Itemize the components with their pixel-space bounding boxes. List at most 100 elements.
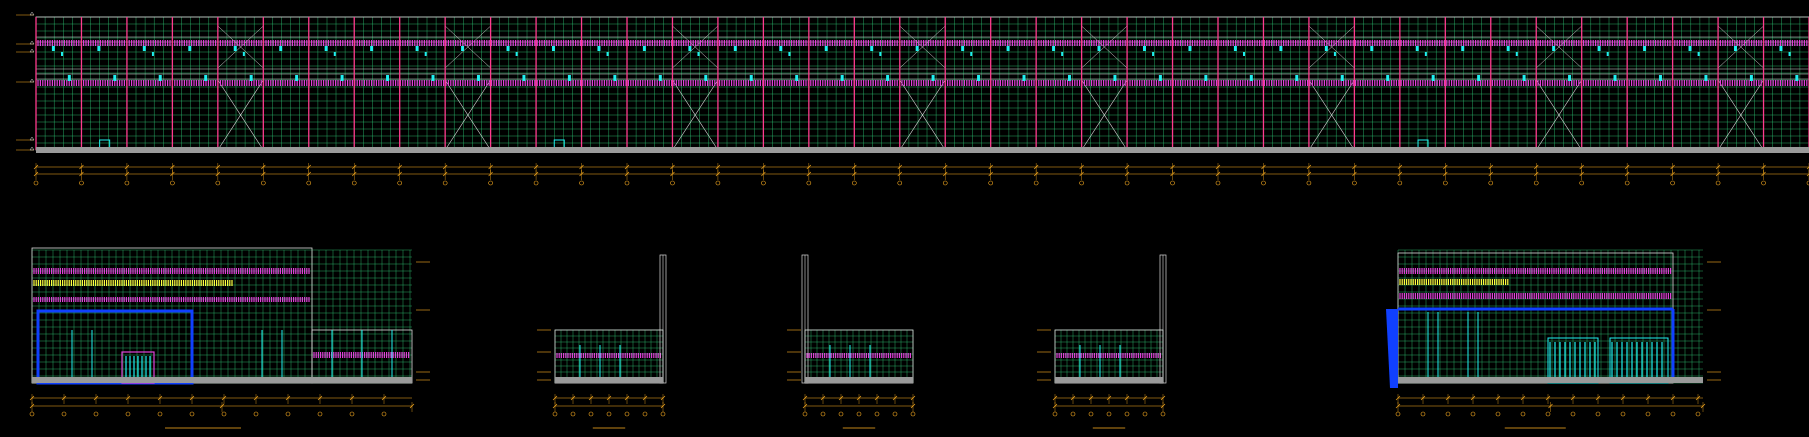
cyan-fitting: [870, 46, 874, 51]
cyan-fitting: [613, 75, 617, 81]
bracing-diagonal: [672, 25, 719, 69]
cyan-fitting: [749, 75, 753, 81]
grid-axis-bubble: [570, 411, 576, 417]
grid-axis-bubble: [93, 411, 99, 417]
cyan-fitting: [1779, 46, 1783, 51]
dimension-tick: [1806, 173, 1809, 177]
level-symbol: [29, 48, 35, 53]
grid-axis-bubble: [1620, 411, 1626, 417]
cyan-fitting: [1233, 46, 1237, 51]
cyan-fitting: [1688, 46, 1692, 51]
gable-detail-strip: [1399, 268, 1672, 274]
grid-axis-bubble: [892, 411, 898, 417]
cyan-fitting: [606, 52, 609, 56]
main-long-elevation: [16, 11, 1809, 186]
grid-axis-bubble: [552, 411, 558, 417]
cyan-fitting: [1461, 46, 1465, 51]
grid-axis-bubble: [1670, 180, 1675, 186]
grid-axis-bubble: [761, 180, 766, 186]
grid-axis-bubble: [715, 180, 721, 186]
grid-axis-bubble: [910, 411, 916, 417]
bracing-diagonal: [1535, 79, 1582, 151]
cyan-fitting: [51, 46, 55, 51]
section-detail-strip: [556, 353, 661, 358]
cyan-fitting: [915, 46, 919, 51]
cyan-fitting: [970, 52, 973, 56]
cyan-fitting: [324, 46, 328, 51]
grid-axis-bubble: [1261, 180, 1266, 186]
cyan-fitting: [1370, 46, 1374, 51]
cyan-fitting: [158, 75, 162, 81]
cyan-fitting: [704, 75, 708, 81]
grid-axis-bubble: [1052, 411, 1058, 417]
bracing-diagonal: [899, 79, 946, 151]
cyan-fitting: [1431, 75, 1435, 81]
grid-axis-bubble: [579, 180, 584, 186]
cyan-fitting: [658, 75, 662, 81]
grid-axis-bubble: [838, 411, 844, 417]
bracing-diagonal: [1717, 25, 1764, 69]
upper-detail-strip: [37, 40, 1808, 46]
cyan-fitting: [279, 46, 283, 51]
dimension-tick: [1806, 166, 1809, 170]
gable-detail-strip: [1399, 293, 1672, 299]
cyan-fitting: [1606, 52, 1609, 56]
grid-axis-bubble: [79, 180, 84, 186]
ground-strip: [32, 377, 412, 383]
section-elevation-2: [787, 254, 916, 429]
cyan-fitting: [204, 75, 208, 81]
cyan-fitting: [1067, 75, 1071, 81]
cyan-fitting: [1749, 75, 1753, 81]
level-symbol: [29, 11, 35, 16]
cyan-fitting: [1152, 52, 1155, 56]
cyan-fitting: [931, 75, 935, 81]
grid-axis-bubble: [1570, 411, 1576, 417]
cyan-fitting: [1415, 46, 1419, 51]
cyan-fitting: [1324, 46, 1328, 51]
grid-axis-bubble: [442, 180, 448, 186]
cyan-fitting: [779, 46, 783, 51]
grid-axis-bubble: [253, 411, 259, 417]
grid-axis-bubble: [1445, 411, 1451, 417]
grid-axis-bubble: [1142, 411, 1148, 417]
cyan-fitting: [1568, 75, 1572, 81]
cyan-fitting: [788, 52, 791, 56]
cyan-fitting: [977, 75, 981, 81]
cyan-fitting: [142, 46, 146, 51]
grid-axis-bubble: [1695, 411, 1701, 417]
grid-axis-bubble: [1352, 180, 1357, 186]
cyan-fitting: [1204, 75, 1208, 81]
cyan-fitting: [1788, 52, 1791, 56]
bracing-diagonal: [672, 79, 719, 151]
cyan-fitting: [1795, 75, 1799, 81]
grid-axis-bubble: [221, 411, 227, 417]
grid-axis-bubble: [1761, 180, 1766, 186]
cyan-fitting: [1113, 75, 1117, 81]
grid-axis-bubble: [33, 180, 39, 186]
grid-axis-bubble: [1715, 180, 1721, 186]
bracing-diagonal: [444, 79, 491, 151]
grid-axis-bubble: [285, 411, 291, 417]
cyan-fitting: [1340, 75, 1344, 81]
door-panel: [1549, 342, 1596, 380]
cyan-fitting: [1522, 75, 1526, 81]
door-panel: [125, 356, 151, 380]
grid-axis-bubble: [606, 411, 612, 417]
bracing-diagonal: [1081, 79, 1128, 151]
bracing-diagonal: [899, 25, 946, 69]
cyan-fitting: [476, 75, 480, 81]
grid-axis-bubble: [1495, 411, 1501, 417]
cyan-fitting: [461, 46, 465, 51]
bracing-diagonal: [1081, 25, 1128, 69]
gable-detail-strip: [33, 297, 310, 302]
grid-axis-bubble: [1470, 411, 1476, 417]
grid-axis-bubble: [1079, 180, 1084, 186]
grid-axis-bubble: [1088, 411, 1094, 417]
cyan-fitting: [879, 52, 882, 56]
cyan-fitting: [1552, 46, 1556, 51]
bracing-diagonal: [1308, 79, 1355, 151]
grid-axis-bubble: [261, 180, 266, 186]
cyan-fitting: [733, 46, 737, 51]
grid-axis-bubble: [1106, 411, 1112, 417]
